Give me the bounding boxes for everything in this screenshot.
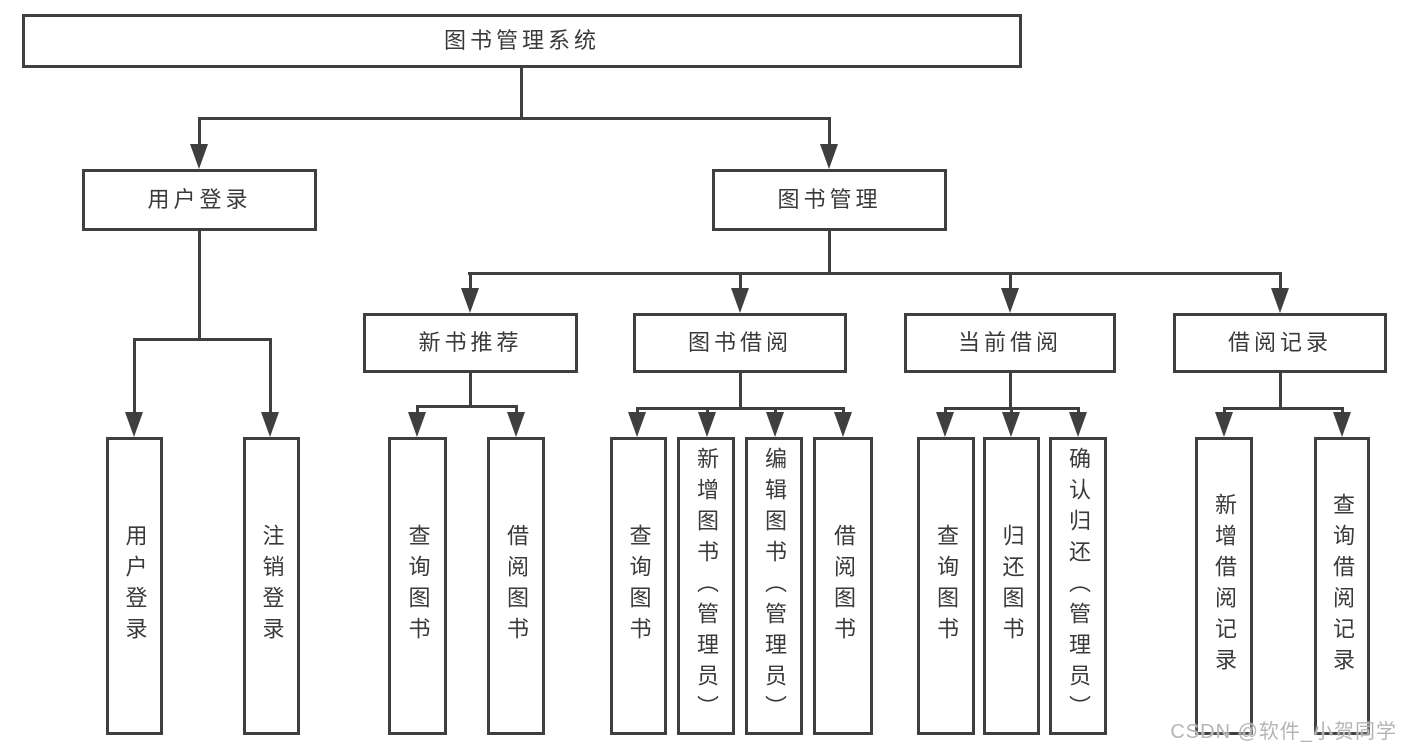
connector-root-split <box>198 117 831 120</box>
leaf-query-book-recommend: 查询图书 <box>388 437 447 735</box>
arrow-down-icon <box>408 412 426 437</box>
leaf-query-book-borrowing: 查询图书 <box>610 437 667 735</box>
leaf-user-login: 用户登录 <box>106 437 163 735</box>
leaf-query-borrow-record: 查询借阅记录 <box>1314 437 1370 735</box>
node-book-management: 图书管理 <box>712 169 947 231</box>
connector-stub <box>1279 272 1282 290</box>
connector-user-login-split <box>133 338 272 341</box>
node-new-book-recommendation: 新书推荐 <box>363 313 578 373</box>
node-book-borrowing: 图书借阅 <box>633 313 847 373</box>
arrow-down-icon <box>1271 288 1289 313</box>
leaf-edit-book-admin: 编辑图书（管理员） <box>745 437 803 735</box>
arrow-down-icon <box>766 412 784 437</box>
arrow-down-icon <box>628 412 646 437</box>
connector-split <box>1223 407 1344 410</box>
node-borrowing-records: 借阅记录 <box>1173 313 1387 373</box>
arrow-down-icon <box>190 144 208 169</box>
arrow-down-icon <box>936 412 954 437</box>
connector-stub <box>269 338 272 415</box>
leaf-return-book: 归还图书 <box>983 437 1040 735</box>
arrow-down-icon <box>820 144 838 169</box>
leaf-confirm-return-admin: 确认归还（管理员） <box>1049 437 1107 735</box>
node-current-borrowing: 当前借阅 <box>904 313 1116 373</box>
connector-stub <box>515 405 518 417</box>
connector-book-mgmt-split <box>468 272 1280 275</box>
arrow-down-icon <box>1215 412 1233 437</box>
arrow-down-icon <box>1001 288 1019 313</box>
connector-user-login-stem <box>198 231 201 338</box>
arrow-down-icon <box>507 412 525 437</box>
connector-stem <box>739 371 742 407</box>
connector-split <box>416 405 518 408</box>
arrow-down-icon <box>125 412 143 437</box>
connector-book-mgmt-stub <box>828 117 831 147</box>
connector-stub <box>416 405 419 417</box>
connector-stub <box>133 338 136 415</box>
connector-stem <box>469 371 472 405</box>
connector-stub <box>1009 272 1012 290</box>
arrow-down-icon <box>261 412 279 437</box>
connector-root-stem <box>520 68 523 118</box>
leaf-borrow-book: 借阅图书 <box>813 437 873 735</box>
node-user-login: 用户登录 <box>82 169 317 231</box>
leaf-borrow-book-recommend: 借阅图书 <box>487 437 545 735</box>
arrow-down-icon <box>1069 412 1087 437</box>
arrow-down-icon <box>731 288 749 313</box>
leaf-add-book-admin: 新增图书（管理员） <box>677 437 735 735</box>
leaf-add-borrow-record: 新增借阅记录 <box>1195 437 1253 735</box>
arrow-down-icon <box>1002 412 1020 437</box>
connector-stub <box>739 272 742 290</box>
connector-stem <box>1279 371 1282 407</box>
node-library-management-system: 图书管理系统 <box>22 14 1022 68</box>
arrow-down-icon <box>698 412 716 437</box>
arrow-down-icon <box>1333 412 1351 437</box>
leaf-logout: 注销登录 <box>243 437 300 735</box>
watermark-text: CSDN @软件_小贺同学 <box>1170 721 1397 743</box>
connector-split <box>636 407 844 410</box>
arrow-down-icon <box>461 288 479 313</box>
connector-stem <box>1009 371 1012 407</box>
connector-user-login-stub <box>198 117 201 147</box>
connector-stub <box>469 272 472 290</box>
leaf-query-book-current: 查询图书 <box>917 437 975 735</box>
connector-book-mgmt-stem <box>828 229 831 272</box>
arrow-down-icon <box>834 412 852 437</box>
